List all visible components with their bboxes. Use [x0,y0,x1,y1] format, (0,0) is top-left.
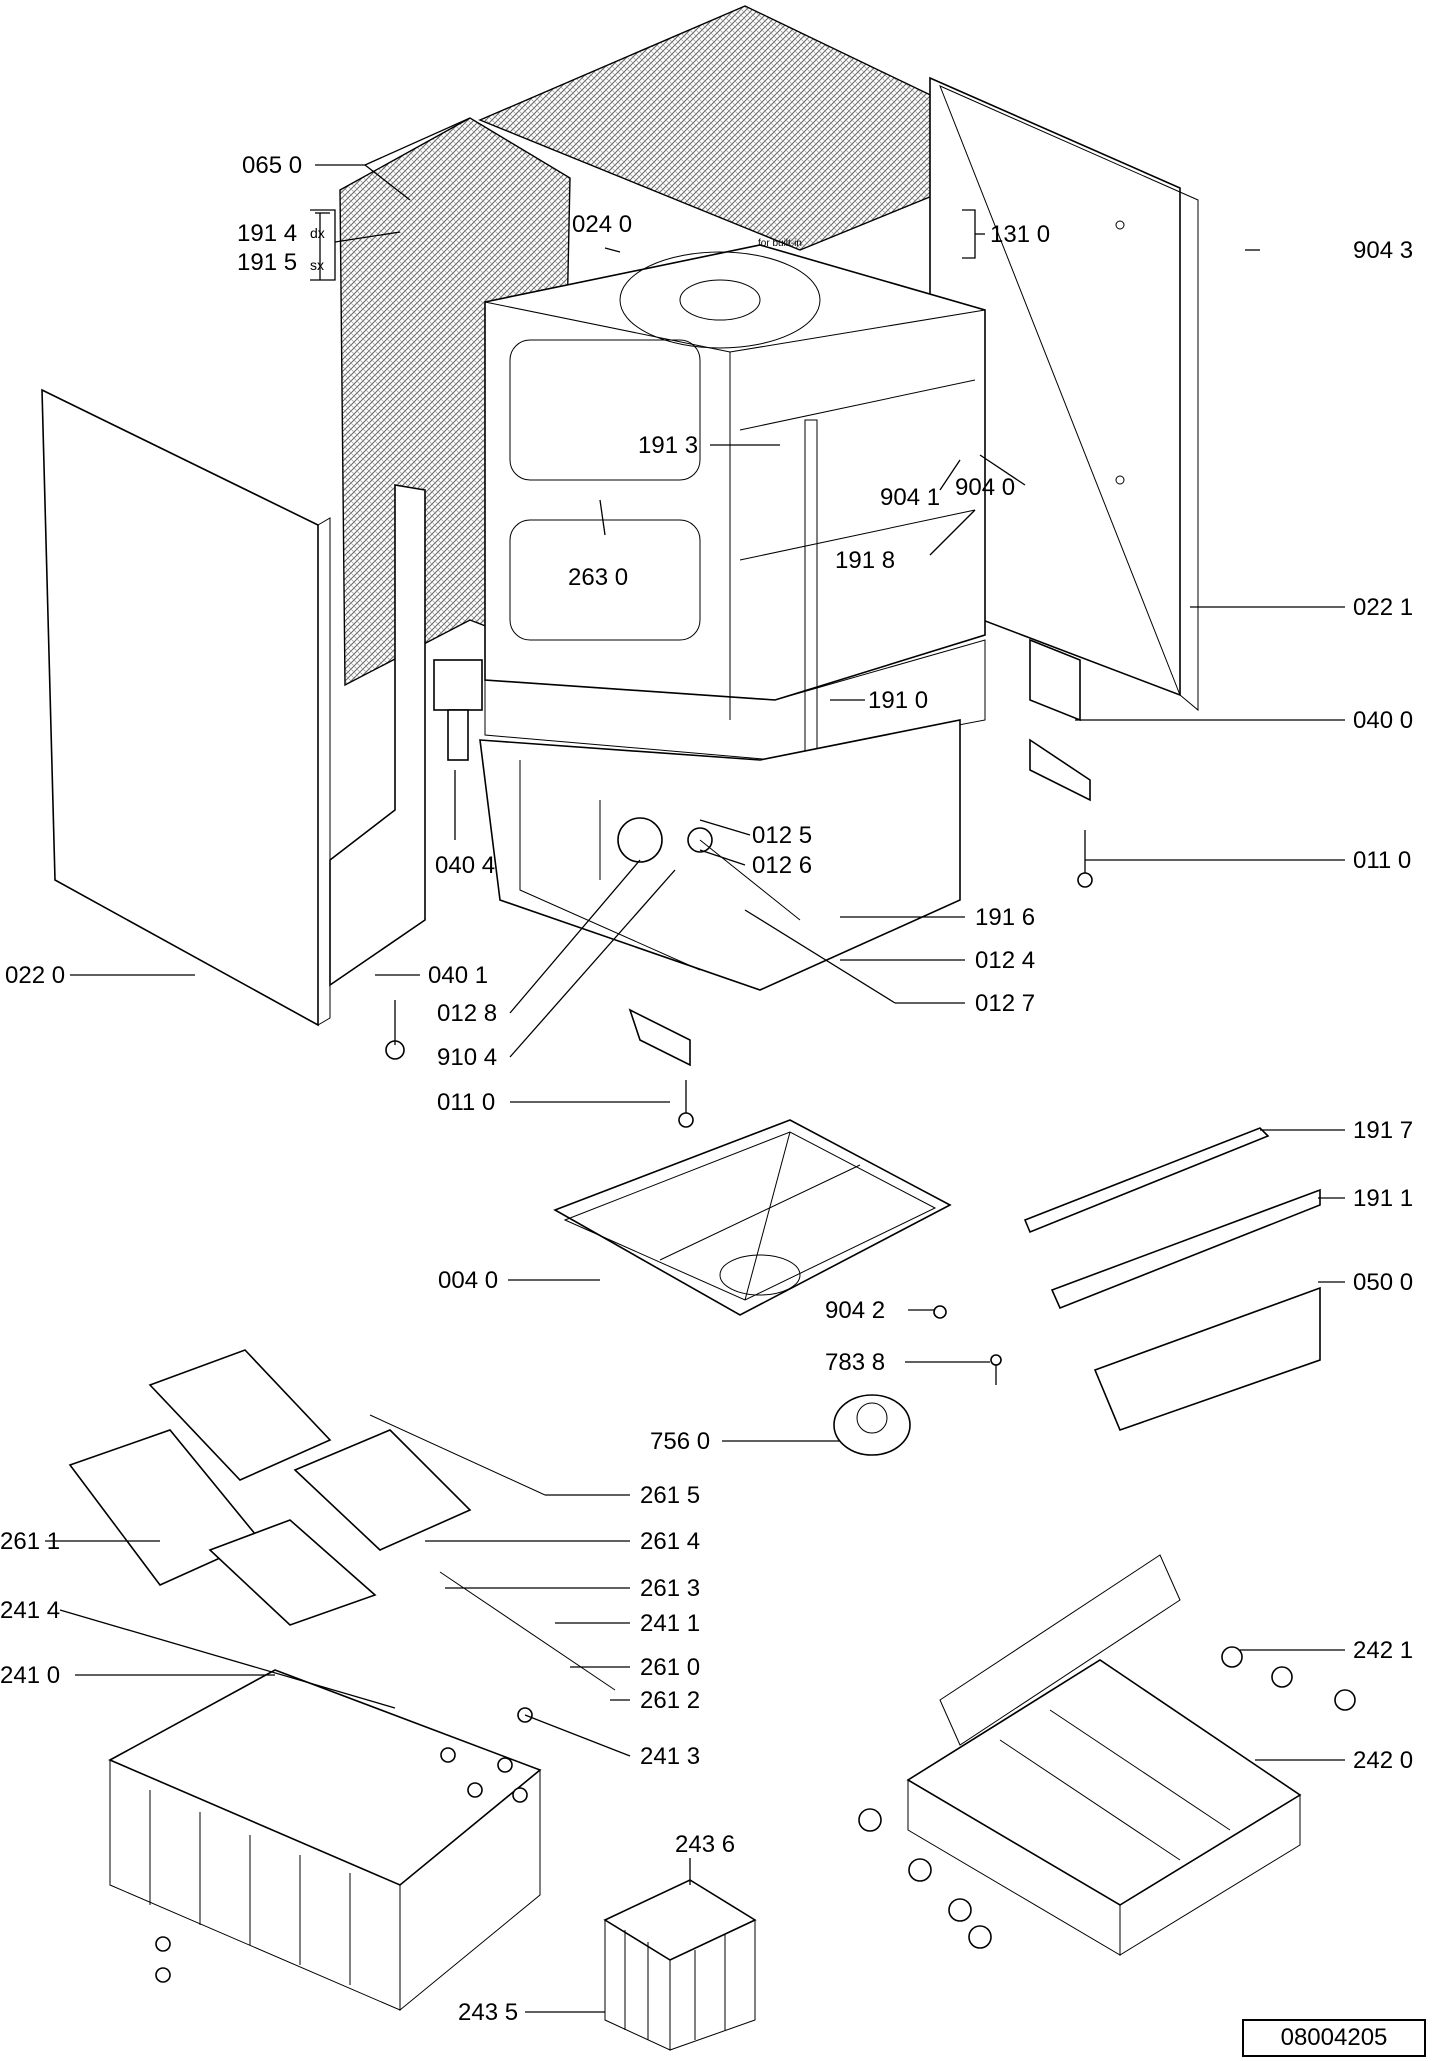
label-004-0: 004 0 [438,1267,498,1294]
label-065-0: 065 0 [242,152,302,179]
label-012-4: 012 4 [975,947,1035,974]
cutlery-trays [68,1349,616,1691]
label-904-1: 904 1 [880,484,940,511]
door-panel [41,388,331,1027]
label-012-5: 012 5 [752,822,812,849]
label-040-0: 040 0 [1353,707,1413,734]
label-261-0: 261 0 [640,1654,700,1681]
label-243-6: 243 6 [675,1831,735,1858]
label-191-5: 191 5 [237,249,297,276]
small-parts [433,659,1002,1385]
basket-wheels [440,1707,533,1803]
label-191-3: 191 3 [638,432,698,459]
label-910-4: 910 4 [437,1044,497,1071]
pump-housing [833,1394,911,1456]
label-191-8: 191 8 [835,547,895,574]
label-241-0: 241 0 [0,1662,60,1689]
label-263-0: 263 0 [568,564,628,591]
label-261-1: 261 1 [0,1528,60,1555]
label-242-0: 242 0 [1353,1747,1413,1774]
tub-marking: for built-in [758,238,802,249]
label-191-5-sx: sx [310,257,324,273]
label-756-0: 756 0 [650,1428,710,1455]
lower-basket [108,1669,542,2012]
label-191-0: 191 0 [868,687,928,714]
base-frame [479,719,961,991]
callout-labels: 065 0 191 4 dx 191 5 sx 024 0 131 0 904 … [0,152,1413,2026]
label-783-8: 783 8 [825,1349,885,1376]
document-id-box: 08004205 [1242,2019,1426,2057]
label-011-0-left: 011 0 [437,1089,495,1116]
label-191-4-dx: dx [310,225,325,241]
callout-leaders [45,117,1345,2013]
rail-bars [1023,1127,1321,1432]
label-191-1: 191 1 [1353,1185,1413,1212]
label-022-1: 022 1 [1353,594,1413,621]
label-261-5: 261 5 [640,1482,700,1509]
label-012-8: 012 8 [437,1000,497,1027]
label-191-7: 191 7 [1353,1117,1413,1144]
label-040-4: 040 4 [435,852,495,879]
side-panel [929,76,1199,712]
tub [484,244,986,801]
label-904-2: 904 2 [825,1297,885,1324]
label-131-0: 131 0 [990,221,1050,248]
label-241-3: 241 3 [640,1743,700,1770]
label-022-0: 022 0 [5,962,65,989]
label-040-1: 040 1 [428,962,488,989]
label-191-6: 191 6 [975,904,1035,931]
cutlery-basket [603,1879,757,2051]
label-241-1: 241 1 [640,1610,700,1637]
left-rail [329,484,426,1060]
label-904-0: 904 0 [955,474,1015,501]
label-011-0-right: 011 0 [1353,847,1411,874]
label-012-6: 012 6 [752,852,812,879]
base-tray [553,1119,952,1316]
label-012-7: 012 7 [975,990,1035,1017]
right-bracket [1029,638,1093,888]
label-243-5: 243 5 [458,1999,518,2026]
label-261-4: 261 4 [640,1528,700,1555]
label-191-4: 191 4 [237,220,297,247]
upper-basket [858,1554,1356,1956]
label-261-3: 261 3 [640,1575,700,1602]
label-024-0: 024 0 [572,211,632,238]
label-261-2: 261 2 [640,1687,700,1714]
label-904-3: 904 3 [1353,237,1413,264]
label-241-4: 241 4 [0,1597,60,1624]
label-242-1: 242 1 [1353,1637,1413,1664]
label-050-0: 050 0 [1353,1269,1413,1296]
